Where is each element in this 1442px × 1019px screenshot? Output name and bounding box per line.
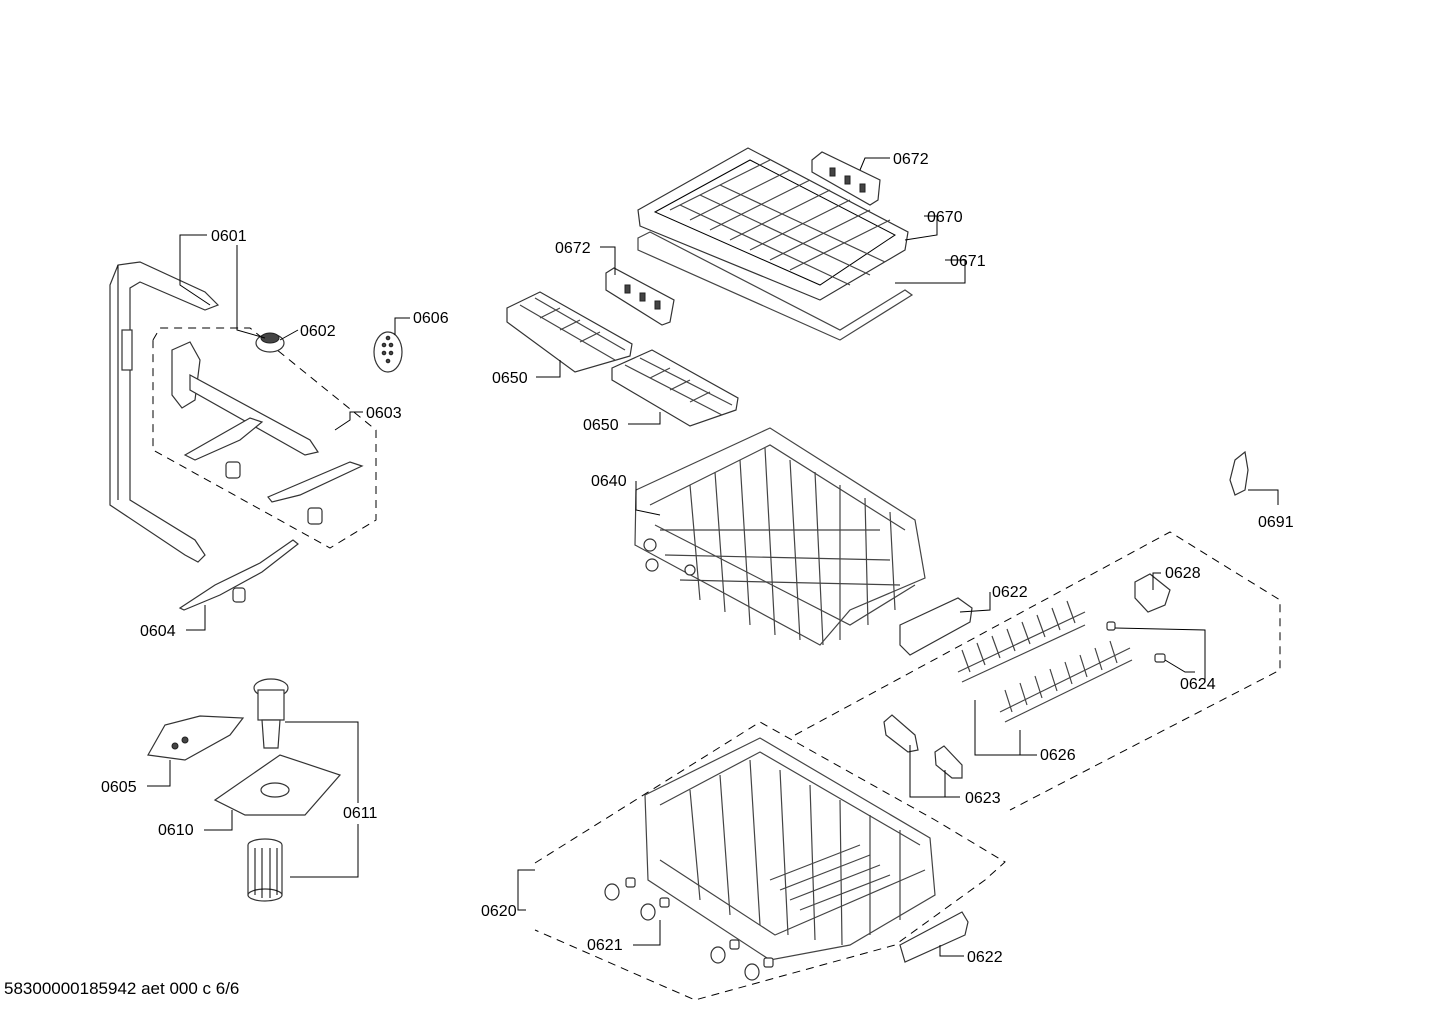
hook-0691 [1229, 450, 1249, 496]
basket-wheels-0621 [604, 877, 774, 981]
label-0621: 0621 [587, 937, 623, 954]
label-0650-upper: 0650 [492, 370, 528, 387]
flat-filter-0610 [213, 754, 342, 816]
label-0610: 0610 [158, 822, 194, 839]
label-0611: 0611 [343, 805, 378, 822]
spray-arm-supply-pipe [109, 261, 220, 563]
label-0650-lower: 0650 [583, 417, 619, 434]
label-0623: 0623 [965, 790, 1001, 807]
label-0672-right: 0672 [893, 151, 929, 168]
clip-0628 [1134, 573, 1171, 613]
upper-spray-arm-assembly-0603 [171, 341, 364, 525]
cup-rack-insert-0650-a [506, 291, 633, 373]
label-0622-upper: 0622 [992, 584, 1028, 601]
small-clips-0624 [1106, 621, 1166, 663]
label-0601: 0601 [211, 228, 247, 245]
label-0691: 0691 [1258, 514, 1294, 531]
label-0672-left: 0672 [555, 240, 591, 257]
filter-disc-0606 [373, 331, 403, 373]
tray-holder-0672-left [605, 267, 675, 326]
holder-0623 [883, 714, 963, 779]
label-0671: 0671 [950, 253, 986, 270]
cutlery-tray-0670 [637, 147, 909, 301]
plate-racks-0626 [957, 600, 1133, 723]
label-0603: 0603 [366, 405, 402, 422]
basket-handle-0622-lower [899, 911, 969, 963]
document-footer-code: 58300000185942 aet 000 c 6/6 [4, 979, 240, 998]
label-0605: 0605 [101, 779, 137, 796]
group-outline-0603 [152, 327, 377, 549]
part-labels: 0601 0602 0603 0604 0605 0606 0610 0611 … [101, 151, 1294, 966]
cup-rack-insert-0650-b [611, 349, 739, 427]
tray-holder-0672-right [811, 151, 881, 206]
label-0628: 0628 [1165, 565, 1201, 582]
lower-basket-0620 [644, 737, 936, 961]
label-0626: 0626 [1040, 747, 1076, 764]
micro-filter-0611-top [253, 678, 289, 749]
label-0622-lower: 0622 [967, 949, 1003, 966]
fine-filter-0611-bottom [247, 838, 283, 902]
group-outline-0626 [794, 531, 1281, 811]
upper-basket-0640 [634, 427, 926, 646]
group-outline-0620 [534, 721, 1006, 1001]
label-0620: 0620 [481, 903, 517, 920]
sump-cover-0605 [147, 715, 245, 761]
label-0670: 0670 [927, 209, 963, 226]
leader-lines [147, 157, 1279, 957]
label-0602: 0602 [300, 323, 336, 340]
tray-rail-0671 [637, 231, 914, 341]
label-0624: 0624 [1180, 676, 1216, 693]
label-0606: 0606 [413, 310, 449, 327]
basket-handle-0622-upper [899, 597, 973, 656]
pipe-holder-0602 [255, 332, 285, 353]
label-0604: 0604 [140, 623, 176, 640]
lower-spray-arm-0604 [178, 539, 299, 611]
label-0640: 0640 [591, 473, 627, 490]
